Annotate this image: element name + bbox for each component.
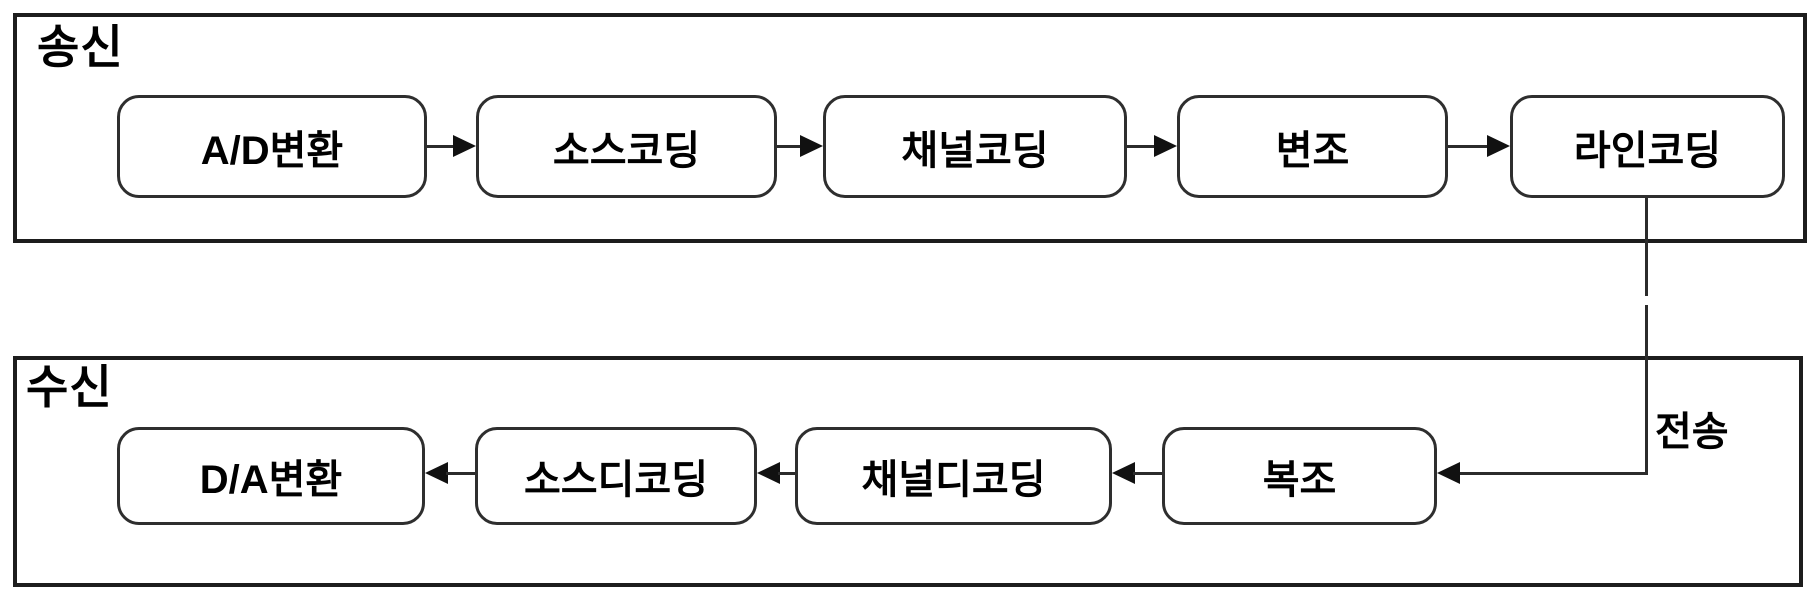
- flow-box-demodulation-label: 복조: [1262, 458, 1337, 502]
- rx-group-box: [13, 356, 1803, 587]
- flow-box-channel-coding: 채널코딩: [823, 95, 1127, 198]
- arrowhead-source-to-channel: [800, 135, 823, 157]
- flow-box-modulation-label: 변조: [1275, 128, 1350, 173]
- arrowhead-channel-to-source: [757, 462, 780, 484]
- tx-group-label: 송신: [37, 21, 124, 73]
- transmission-label: 전송: [1655, 410, 1729, 454]
- arrow-line-channel-to-modulation: [1127, 145, 1157, 148]
- flow-box-source-decoding-label: 소스디코딩: [524, 458, 708, 502]
- arrowhead-modulation-to-line: [1487, 135, 1510, 157]
- flow-box-da-conversion-label: D/A변환: [199, 458, 343, 502]
- arrow-line-modulation-to-line: [1448, 145, 1490, 148]
- arrowhead-transmission-to-demod: [1437, 462, 1460, 484]
- flow-box-line-coding-label: 라인코딩: [1573, 128, 1722, 173]
- arrow-line-source-to-da: [446, 472, 475, 475]
- flow-box-source-coding-label: 소스코딩: [552, 128, 701, 173]
- transmission-line-notch: [1642, 296, 1650, 305]
- flow-box-source-coding: 소스코딩: [476, 95, 777, 198]
- transmission-vertical-line: [1645, 198, 1648, 475]
- flow-box-modulation: 변조: [1177, 95, 1448, 198]
- arrow-line-source-to-channel: [777, 145, 803, 148]
- transmission-horizontal-line: [1458, 472, 1648, 475]
- flow-box-channel-decoding: 채널디코딩: [795, 427, 1112, 525]
- arrowhead-ad-to-source: [453, 135, 476, 157]
- arrowhead-demod-to-channel: [1112, 462, 1135, 484]
- flow-box-channel-coding-label: 채널코딩: [901, 128, 1049, 173]
- arrowhead-source-to-da: [425, 462, 448, 484]
- flow-box-channel-decoding-label: 채널디코딩: [861, 458, 1046, 502]
- arrow-line-channel-to-source: [778, 472, 795, 475]
- tx-group-box: [13, 13, 1807, 243]
- arrowhead-channel-to-modulation: [1154, 135, 1177, 157]
- flow-box-ad-conversion-label: A/D변환: [200, 128, 344, 173]
- arrow-line-ad-to-source: [427, 145, 457, 148]
- flow-box-source-decoding: 소스디코딩: [475, 427, 757, 525]
- flow-box-demodulation: 복조: [1162, 427, 1437, 525]
- flow-box-ad-conversion: A/D변환: [117, 95, 427, 198]
- flow-box-line-coding: 라인코딩: [1510, 95, 1785, 198]
- rx-group-label: 수신: [26, 361, 113, 413]
- arrow-line-demod-to-channel: [1133, 472, 1162, 475]
- flow-box-da-conversion: D/A변환: [117, 427, 425, 525]
